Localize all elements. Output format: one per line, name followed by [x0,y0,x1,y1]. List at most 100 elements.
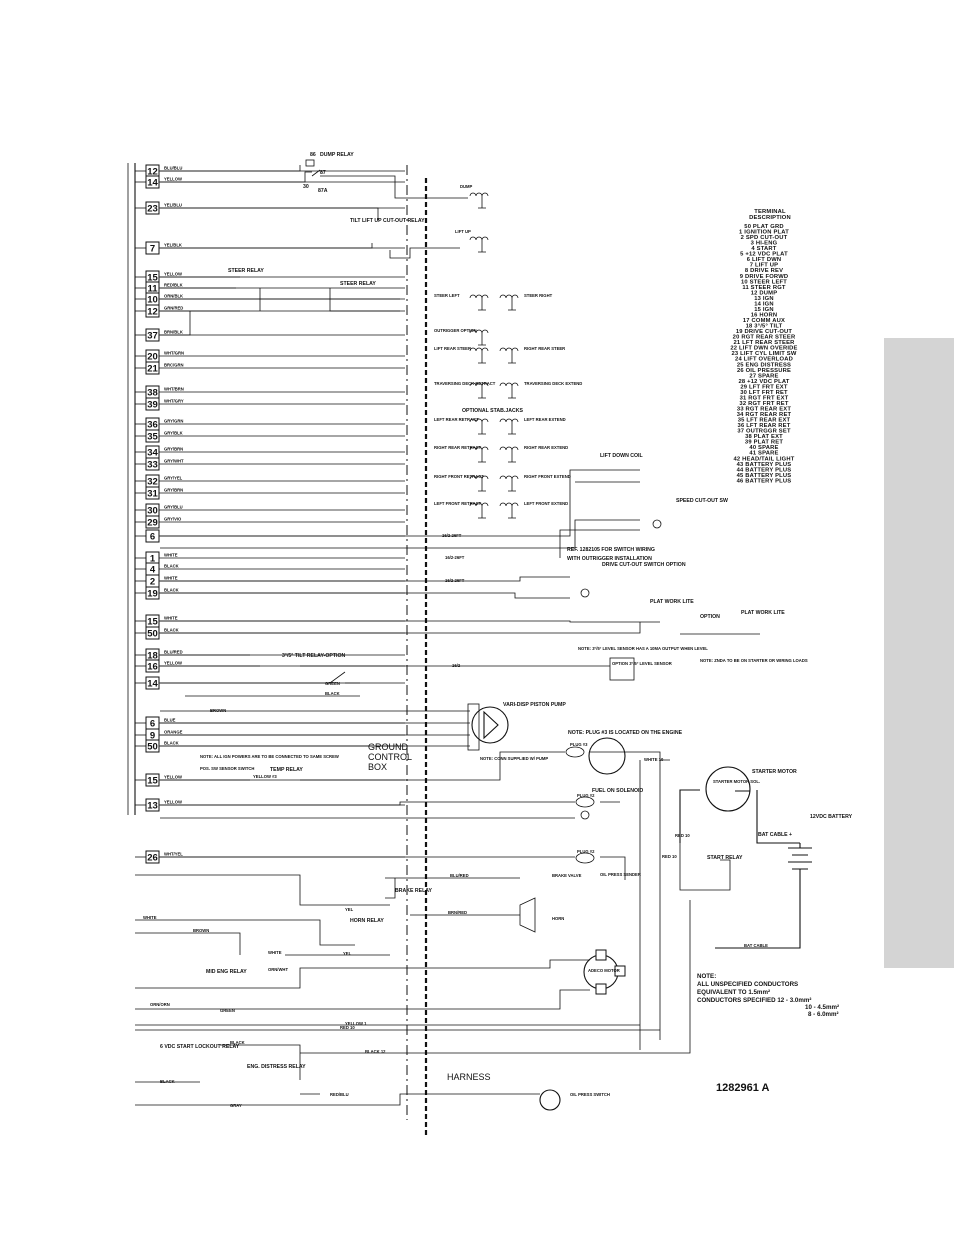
legend-row: 40 SPARE [749,445,778,451]
coil-symbol [469,418,489,423]
coil-symbol [499,475,519,480]
legend-row: 38 PLAT EXT [745,434,783,440]
coil-label: LEFT REAR EXTEND [524,417,566,422]
adeco-motor: ADECO MOTOR [583,949,626,995]
orn-orn-label: ORN/ORN [150,1002,170,1007]
level-sensor-note: NOTE: 3°/5° LEVEL SENSOR HAS A 10MA OUTP… [578,646,708,651]
coil-row [469,236,489,253]
option-label: OPTION [700,614,720,620]
coil-label: TRAVERSING DECK EXTEND [524,381,582,386]
terminal-number: 35 [147,431,158,442]
coil-label: LIFT REAR STEER [434,346,471,351]
wire-color-label: YELLOW [164,775,182,780]
mid-eng-relay: MID ENG RELAY BROWN WHITE ORN/WHT YEL [135,928,590,1010]
coil-row: OUTRIGGER OPTION [434,328,489,346]
coil-symbol [499,418,519,423]
conn-16-2-label-c: 16/2-26FT [445,578,465,583]
drive-cutout-label: DRIVE CUT-OUT SWITCH OPTION [602,562,686,568]
legend-row: 20 RGT REAR STEER [733,335,796,341]
legend-row: 23 LIFT CYL LIMIT SW [731,351,796,357]
ground-box-label-1: GROUND [368,742,408,752]
legend-row: 29 LFT FRT EXT [740,384,788,390]
fuel-solenoid: FUEL ON SOLENOID PLUG #2 [160,788,643,820]
wire-color-label: BRC/GRN [164,363,184,368]
terminal-number: 33 [147,459,158,470]
tilt-relay-label: 3°/5° TILT RELAY-OPTION [282,653,345,659]
terminal-number: 50 [147,628,158,639]
terminal-number: 50 [147,741,158,752]
harness-label: HARNESS [447,1072,491,1082]
coil-symbol [499,347,519,352]
legend-row: 4 START [751,246,776,252]
battery-label: 12VDC BATTERY [810,814,853,820]
legend-row: 7 LIFT UP [750,263,779,269]
coil-symbol [469,294,489,299]
red-10-vertical: RED 10 [675,833,690,838]
note-line-6: 8 - 6.0mm² [808,1011,839,1018]
coil-row: RIGHT FRONT RETRACT RIGHT FRONT EXTEND [434,474,571,492]
terminal-number: 20 [147,351,158,362]
terminal-number: 6 [150,718,155,729]
bat-cable-plus-label: BAT CABLE + [758,832,792,838]
coil-label: RIGHT REAR RETRACT [434,445,482,450]
legend-row: 43 BATTERY PLUS [737,462,792,468]
horn-label: HORN [552,916,564,921]
coil-label: RIGHT FRONT RETRACT [434,474,484,479]
speed-cutout-label: SPEED CUT-OUT SW [676,498,728,504]
ground-box-label-3: BOX [368,762,387,772]
wire-color-label: GRY/BLU [164,505,183,510]
legend-row: 28 +12 VDC PLAT [738,379,789,385]
terminal-number: 4 [150,564,156,575]
wire-color-label: BLACK [164,588,179,593]
terminal-number: 18 [147,650,158,661]
black-lockout-label: BLACK [230,1040,245,1045]
conn-16-2-label-b: 16/2-26FT [445,555,465,560]
red-10-vertical-2: RED 10 [662,854,677,859]
black-wire-label: BLACK [325,691,340,696]
legend-row: 31 RGT FRT EXT [740,395,789,401]
note-line-2: ALL UNSPECIFIED CONDUCTORS [697,981,798,988]
bat-cable-label: BAT CABLE [744,943,768,948]
horn-relay-label: HORN RELAY [350,918,384,924]
terminal-number: 23 [147,203,158,214]
coil-symbol [469,192,489,197]
terminal-number: 19 [147,588,158,599]
legend-row: 6 LIFT DWN [747,257,782,263]
wire-color-label: YELLOW [164,661,182,666]
part-number: 1282961 A [716,1082,769,1094]
black-12-label: BLACK 12 [365,1049,386,1054]
coil-label: RIGHT FRONT EXTEND [524,474,571,479]
legend-row: 1 IGNITION PLAT [739,230,789,236]
wire-color-label: WHITE [164,616,178,621]
terminal-number: 9 [150,730,155,741]
legend-row: 24 LIFT OVERLOAD [735,357,793,363]
white-wire-label: WHITE [143,915,157,920]
legend-row: 37 OUTRGGR SET [737,429,791,435]
coil-symbol [499,502,519,507]
brake-valve-label: BRAKE VALVE [552,873,582,878]
wire-color-label: YEL/BLU [164,203,182,208]
plat-work-lite: PLAT WORK LITE PLAT WORK LITE OPTION [160,599,785,635]
oil-press-sender-label: OIL PRESS SENDER [600,872,641,877]
legend-row: 45 BATTERY PLUS [737,473,792,479]
lift-down-coil-label: LIFT DOWN COIL [600,453,643,459]
brown-wire-label: BROWN [210,708,226,713]
brown-lower-label: BROWN [193,928,209,933]
engine-plug-3: PLUG #3 WHITE 10 YELLOW #3 TEMP RELAY NO… [160,737,670,781]
wire-color-label: YELLOW [164,272,182,277]
coil-symbol [499,446,519,451]
wire-color-label: BRN/BLK [164,330,183,335]
oil-press-switch: OIL PRESS SWITCH [539,1089,610,1111]
wire-color-label: BLACK [164,741,179,746]
wire-color-label: ORANGE [164,730,183,735]
legend-row: 50 PLAT GRD [744,224,783,230]
terminal-number: 6 [150,531,155,542]
plug-3-label: PLUG #3 [570,742,588,747]
wire-color-label: WHT/BRN [164,387,184,392]
